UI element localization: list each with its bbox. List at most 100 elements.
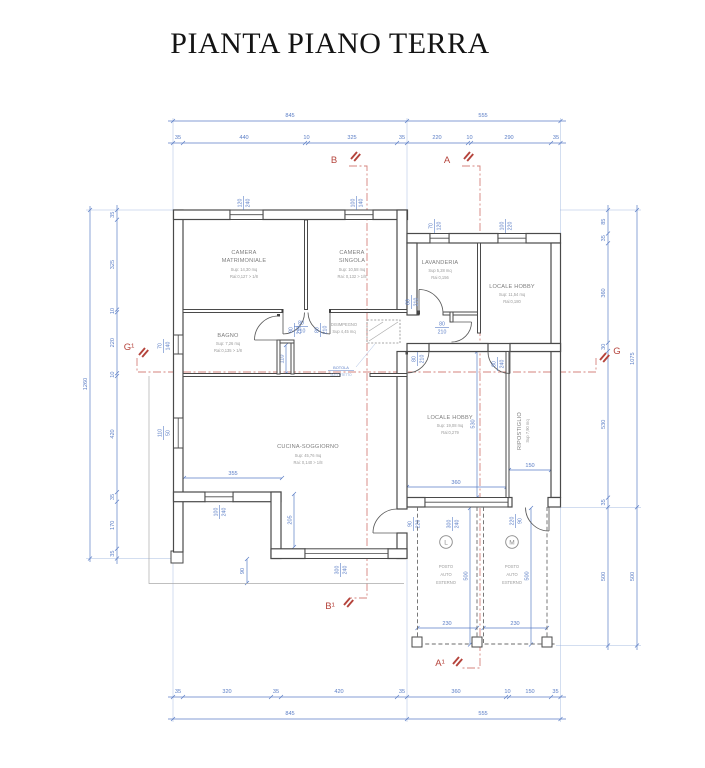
- svg-text:100: 100: [500, 222, 506, 231]
- svg-text:845: 845: [285, 711, 294, 717]
- room-label-locale-hobby-1: LOCALE HOBBY Sup: 11,54 mq Rai:0,180: [489, 284, 534, 304]
- svg-text:Sup 7,90 mq: Sup 7,90 mq: [525, 419, 530, 443]
- svg-text:AUTO: AUTO: [506, 572, 517, 577]
- botola-label: BOTOLA: [333, 365, 349, 370]
- svg-text:10: 10: [303, 135, 309, 141]
- svg-text:ESTERNO: ESTERNO: [502, 580, 522, 585]
- svg-text:80: 80: [298, 321, 304, 327]
- svg-text:120: 120: [437, 222, 443, 231]
- section-line-a: A A¹: [435, 151, 481, 669]
- svg-text:220: 220: [432, 135, 441, 141]
- svg-text:35: 35: [399, 135, 405, 141]
- stall-label-m: M POSTO AUTO ESTERNO: [502, 535, 522, 585]
- svg-text:140: 140: [359, 199, 365, 208]
- window-camera-matrimoniale: [229, 209, 264, 220]
- svg-text:80: 80: [439, 322, 445, 328]
- svg-text:360: 360: [451, 689, 460, 695]
- dim-chain-left-inner: 35 325 10 220 10 420 35 170 35: [110, 205, 120, 564]
- page-title: PIANTA PIANO TERRA: [170, 27, 489, 60]
- room-label-camera-matrimoniale: CAMERA MATRIMONIALE Sup: 14,30 mq Rai:0,…: [222, 250, 266, 279]
- window-locale-hobby-2-south: [424, 497, 509, 508]
- svg-text:420: 420: [110, 429, 116, 438]
- svg-text:35: 35: [601, 499, 607, 505]
- svg-text:100: 100: [214, 508, 220, 517]
- svg-text:LOCALE HOBBY: LOCALE HOBBY: [427, 415, 473, 421]
- room-label-disimpegno: DISIMPEGNO Sup 4,45 mq: [331, 322, 357, 334]
- room-label-bagno: BAGNO Sup: 7,26 mq Rai:0,135 > 1/8: [214, 333, 243, 353]
- svg-text:Sup 4,45 mq: Sup 4,45 mq: [332, 329, 356, 334]
- dim-chain-left-outer: 1260: [83, 206, 93, 562]
- svg-text:210: 210: [414, 298, 420, 307]
- svg-text:85: 85: [601, 219, 607, 225]
- svg-text:320: 320: [222, 689, 231, 695]
- svg-text:Rai:0,279: Rai:0,279: [441, 430, 459, 435]
- dim-chain-bottom-outer: 845 555: [168, 711, 566, 722]
- dim-chain-bottom-inner: 35 320 35 420 35 360 10 150 35: [168, 689, 566, 700]
- svg-text:AUTO: AUTO: [440, 572, 451, 577]
- dim-chain-right-inner: 85 35 360 30 530 35 500: [601, 205, 611, 650]
- stall-letter-l: L: [444, 540, 448, 547]
- svg-text:845: 845: [285, 113, 294, 119]
- svg-text:420: 420: [334, 689, 343, 695]
- svg-text:Rai:0,127 > 1/8: Rai:0,127 > 1/8: [230, 274, 259, 279]
- svg-text:1075: 1075: [630, 352, 636, 364]
- door-lh1-lh2: [487, 351, 511, 374]
- window-extension-south: [304, 548, 389, 559]
- svg-text:220: 220: [510, 517, 516, 526]
- section-letter-g: G: [613, 346, 620, 357]
- svg-text:DISIMPEGNO: DISIMPEGNO: [331, 322, 357, 327]
- section-line-g: G¹ G: [124, 342, 621, 373]
- svg-text:140: 140: [166, 342, 172, 351]
- svg-text:90: 90: [518, 518, 524, 524]
- svg-text:Sup: 7,26 mq: Sup: 7,26 mq: [216, 341, 241, 346]
- door-camera-singola: [307, 312, 331, 335]
- svg-text:325: 325: [110, 260, 116, 269]
- svg-text:CAMERA: CAMERA: [339, 250, 364, 256]
- svg-text:210: 210: [297, 326, 303, 335]
- svg-text:230: 230: [510, 621, 519, 627]
- section-letter-b: B: [331, 155, 337, 166]
- window-bagno: [173, 334, 184, 355]
- svg-text:500: 500: [464, 571, 470, 580]
- stall-letter-m: M: [509, 540, 514, 547]
- svg-text:355: 355: [228, 471, 237, 477]
- extension-lines: [86, 118, 641, 722]
- svg-text:360: 360: [451, 480, 460, 486]
- svg-text:360: 360: [601, 288, 607, 297]
- svg-text:210: 210: [438, 330, 447, 336]
- walls: [172, 209, 562, 560]
- svg-text:SINGOLA: SINGOLA: [339, 258, 365, 264]
- svg-text:10: 10: [110, 371, 116, 377]
- svg-text:Sup: 45,76 mq: Sup: 45,76 mq: [295, 453, 322, 458]
- window-cucina-left: [173, 417, 184, 449]
- svg-text:205: 205: [288, 515, 294, 524]
- door-locale-hobby-2: [406, 351, 430, 374]
- svg-text:70: 70: [158, 343, 164, 349]
- svg-text:Sup: 14,30 mq: Sup: 14,30 mq: [231, 267, 258, 272]
- svg-text:555: 555: [478, 711, 487, 717]
- svg-text:Sup: 10,58 mq: Sup: 10,58 mq: [339, 267, 366, 272]
- svg-text:CUCINA-SOGGIORNO: CUCINA-SOGGIORNO: [277, 444, 339, 450]
- room-label-lavanderia: LAVANDERIA Sup 5,28 mq Rai 0,156: [422, 260, 459, 280]
- svg-text:LAVANDERIA: LAVANDERIA: [422, 260, 459, 266]
- svg-text:80: 80: [315, 327, 321, 333]
- svg-text:240: 240: [500, 360, 506, 369]
- window-cucina-bottom: [204, 491, 234, 503]
- svg-text:Sup 5,28 mq: Sup 5,28 mq: [428, 268, 452, 273]
- svg-text:110: 110: [158, 429, 164, 437]
- svg-text:POSTO: POSTO: [505, 564, 519, 569]
- door-back-cucina: [372, 508, 398, 534]
- svg-text:240: 240: [246, 199, 252, 208]
- svg-text:170: 170: [110, 521, 116, 530]
- svg-text:35: 35: [552, 689, 558, 695]
- svg-text:35: 35: [175, 135, 181, 141]
- svg-text:530: 530: [471, 419, 477, 428]
- svg-text:220: 220: [110, 338, 116, 347]
- svg-text:35: 35: [601, 235, 607, 241]
- svg-text:110: 110: [280, 355, 286, 364]
- porch-pillar: [170, 550, 184, 564]
- svg-text:Rai:0,135 > 1/8: Rai:0,135 > 1/8: [214, 348, 243, 353]
- door-posto-m: [525, 507, 550, 532]
